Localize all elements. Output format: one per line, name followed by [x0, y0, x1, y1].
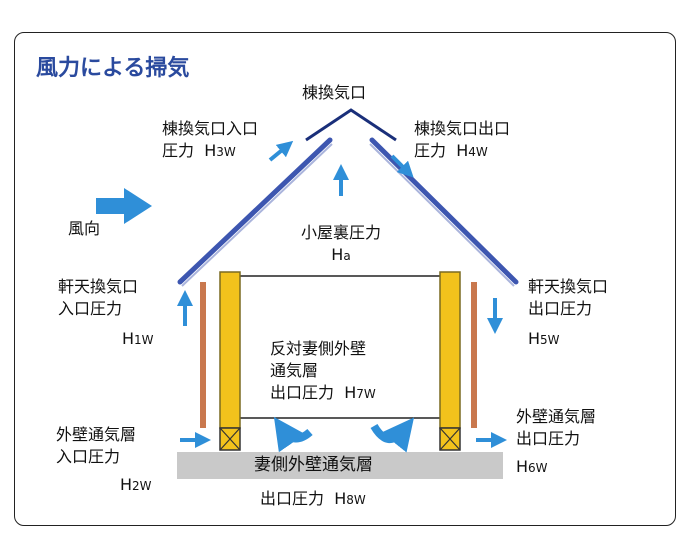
gable-sym: H — [334, 489, 347, 508]
cladding-left — [200, 282, 206, 428]
eave-outlet-sub: 5W — [540, 333, 560, 347]
ridge-inlet-arrow — [268, 140, 294, 162]
ridge-vent-label: 棟換気口 — [302, 83, 367, 102]
post-right — [439, 271, 461, 429]
roof-left-shadow — [181, 143, 333, 287]
attic-sub: a — [343, 249, 351, 263]
eave-outlet-line1: 軒天換気口 — [528, 277, 609, 296]
ridge-inlet-sub: 3W — [216, 145, 236, 159]
eave-inlet-label: 軒天換気口 入口圧力 H1W — [58, 276, 154, 351]
curve-arrow-right — [370, 417, 415, 453]
eave-outlet-label: 軒天換気口 出口圧力 H5W — [528, 276, 608, 351]
wall-outlet-sym: H — [516, 457, 529, 476]
ridge-outlet-line1: 棟換気口出口 — [414, 119, 511, 138]
ridge-cap — [305, 108, 397, 142]
ridge-inlet-line1: 棟換気口入口 — [162, 119, 259, 138]
gable-line2: 出口圧力 H8W — [260, 488, 366, 511]
sill-left-cross — [219, 427, 241, 451]
gable-sub: 8W — [346, 493, 366, 507]
diagram-title: 風力による掃気 — [36, 56, 190, 81]
wall-inlet-label: 外壁通気層 入口圧力 H2W — [56, 424, 152, 497]
ridge-outlet-text: 圧力 — [414, 141, 447, 160]
wall-inlet-sub: 2W — [132, 479, 152, 493]
opposite-wall-sym: H — [344, 383, 357, 402]
opposite-wall-label: 反対妻側外壁 通気層 出口圧力 H7W — [270, 338, 376, 405]
ridge-outlet-arrow — [390, 154, 414, 178]
eave-outlet-line3: H5W — [528, 328, 608, 351]
wall-outlet-sub: 6W — [528, 461, 548, 475]
attic-sym: H — [331, 245, 344, 264]
wall-outlet-line3: H6W — [516, 456, 596, 479]
gable-text: 出口圧力 — [260, 489, 325, 508]
wall-outlet-label: 外壁通気層 出口圧力 H6W — [516, 406, 596, 479]
foundation-slab — [177, 452, 503, 479]
ridge-outlet-line2: 圧力 H4W — [414, 140, 510, 163]
wall-outlet-line1: 外壁通気層 — [516, 407, 597, 426]
eave-inlet-line2: 入口圧力 — [58, 299, 123, 318]
ridge-inlet-text: 圧力 — [162, 141, 195, 160]
eave-inlet-line1: 軒天換気口 — [58, 277, 139, 296]
opposite-wall-line1: 反対妻側外壁 — [270, 339, 367, 358]
eave-inlet-sub: 1W — [134, 333, 154, 347]
wall-inlet-line2: 入口圧力 — [56, 447, 121, 466]
attic-line2: Ha — [286, 244, 396, 267]
roof-right — [369, 137, 519, 285]
eave-outlet-sym: H — [528, 329, 541, 348]
wind-label: 風向 — [68, 219, 101, 238]
wall-inlet-line3: H2W — [56, 474, 152, 497]
wind-arrow — [96, 188, 152, 224]
curve-arrow-left — [273, 416, 313, 453]
ridge-outlet-sub: 4W — [468, 145, 488, 159]
wall-inlet-sym: H — [120, 475, 133, 494]
cladding-right — [471, 282, 477, 428]
eave-inlet-sym: H — [122, 329, 135, 348]
eave-outlet-line2: 出口圧力 — [528, 299, 593, 318]
ridge-outlet-sym: H — [456, 141, 469, 160]
eave-inlet-line3: H1W — [58, 328, 154, 351]
wall-outlet-line2: 出口圧力 — [516, 429, 581, 448]
opposite-wall-line3: 出口圧力 H7W — [270, 382, 376, 405]
opposite-wall-text: 出口圧力 — [270, 383, 335, 402]
wall-inlet-line1: 外壁通気層 — [56, 425, 137, 444]
post-left — [219, 271, 241, 429]
attic-line1: 小屋裏圧力 — [300, 223, 381, 242]
roof-left — [177, 137, 333, 285]
ridge-inlet-line2: 圧力 H3W — [162, 140, 258, 163]
roof-right-shadow — [369, 143, 515, 287]
opposite-wall-sub: 7W — [356, 387, 376, 401]
ridge-inlet-sym: H — [204, 141, 217, 160]
attic-label: 小屋裏圧力 Ha — [286, 222, 396, 267]
opposite-wall-line2: 通気層 — [270, 361, 319, 380]
sill-right-cross — [439, 427, 461, 451]
gable-line1: 妻側外壁通気層 — [254, 455, 373, 475]
ridge-outlet-label: 棟換気口出口 圧力 H4W — [414, 118, 510, 163]
ridge-inlet-label: 棟換気口入口 圧力 H3W — [162, 118, 258, 163]
